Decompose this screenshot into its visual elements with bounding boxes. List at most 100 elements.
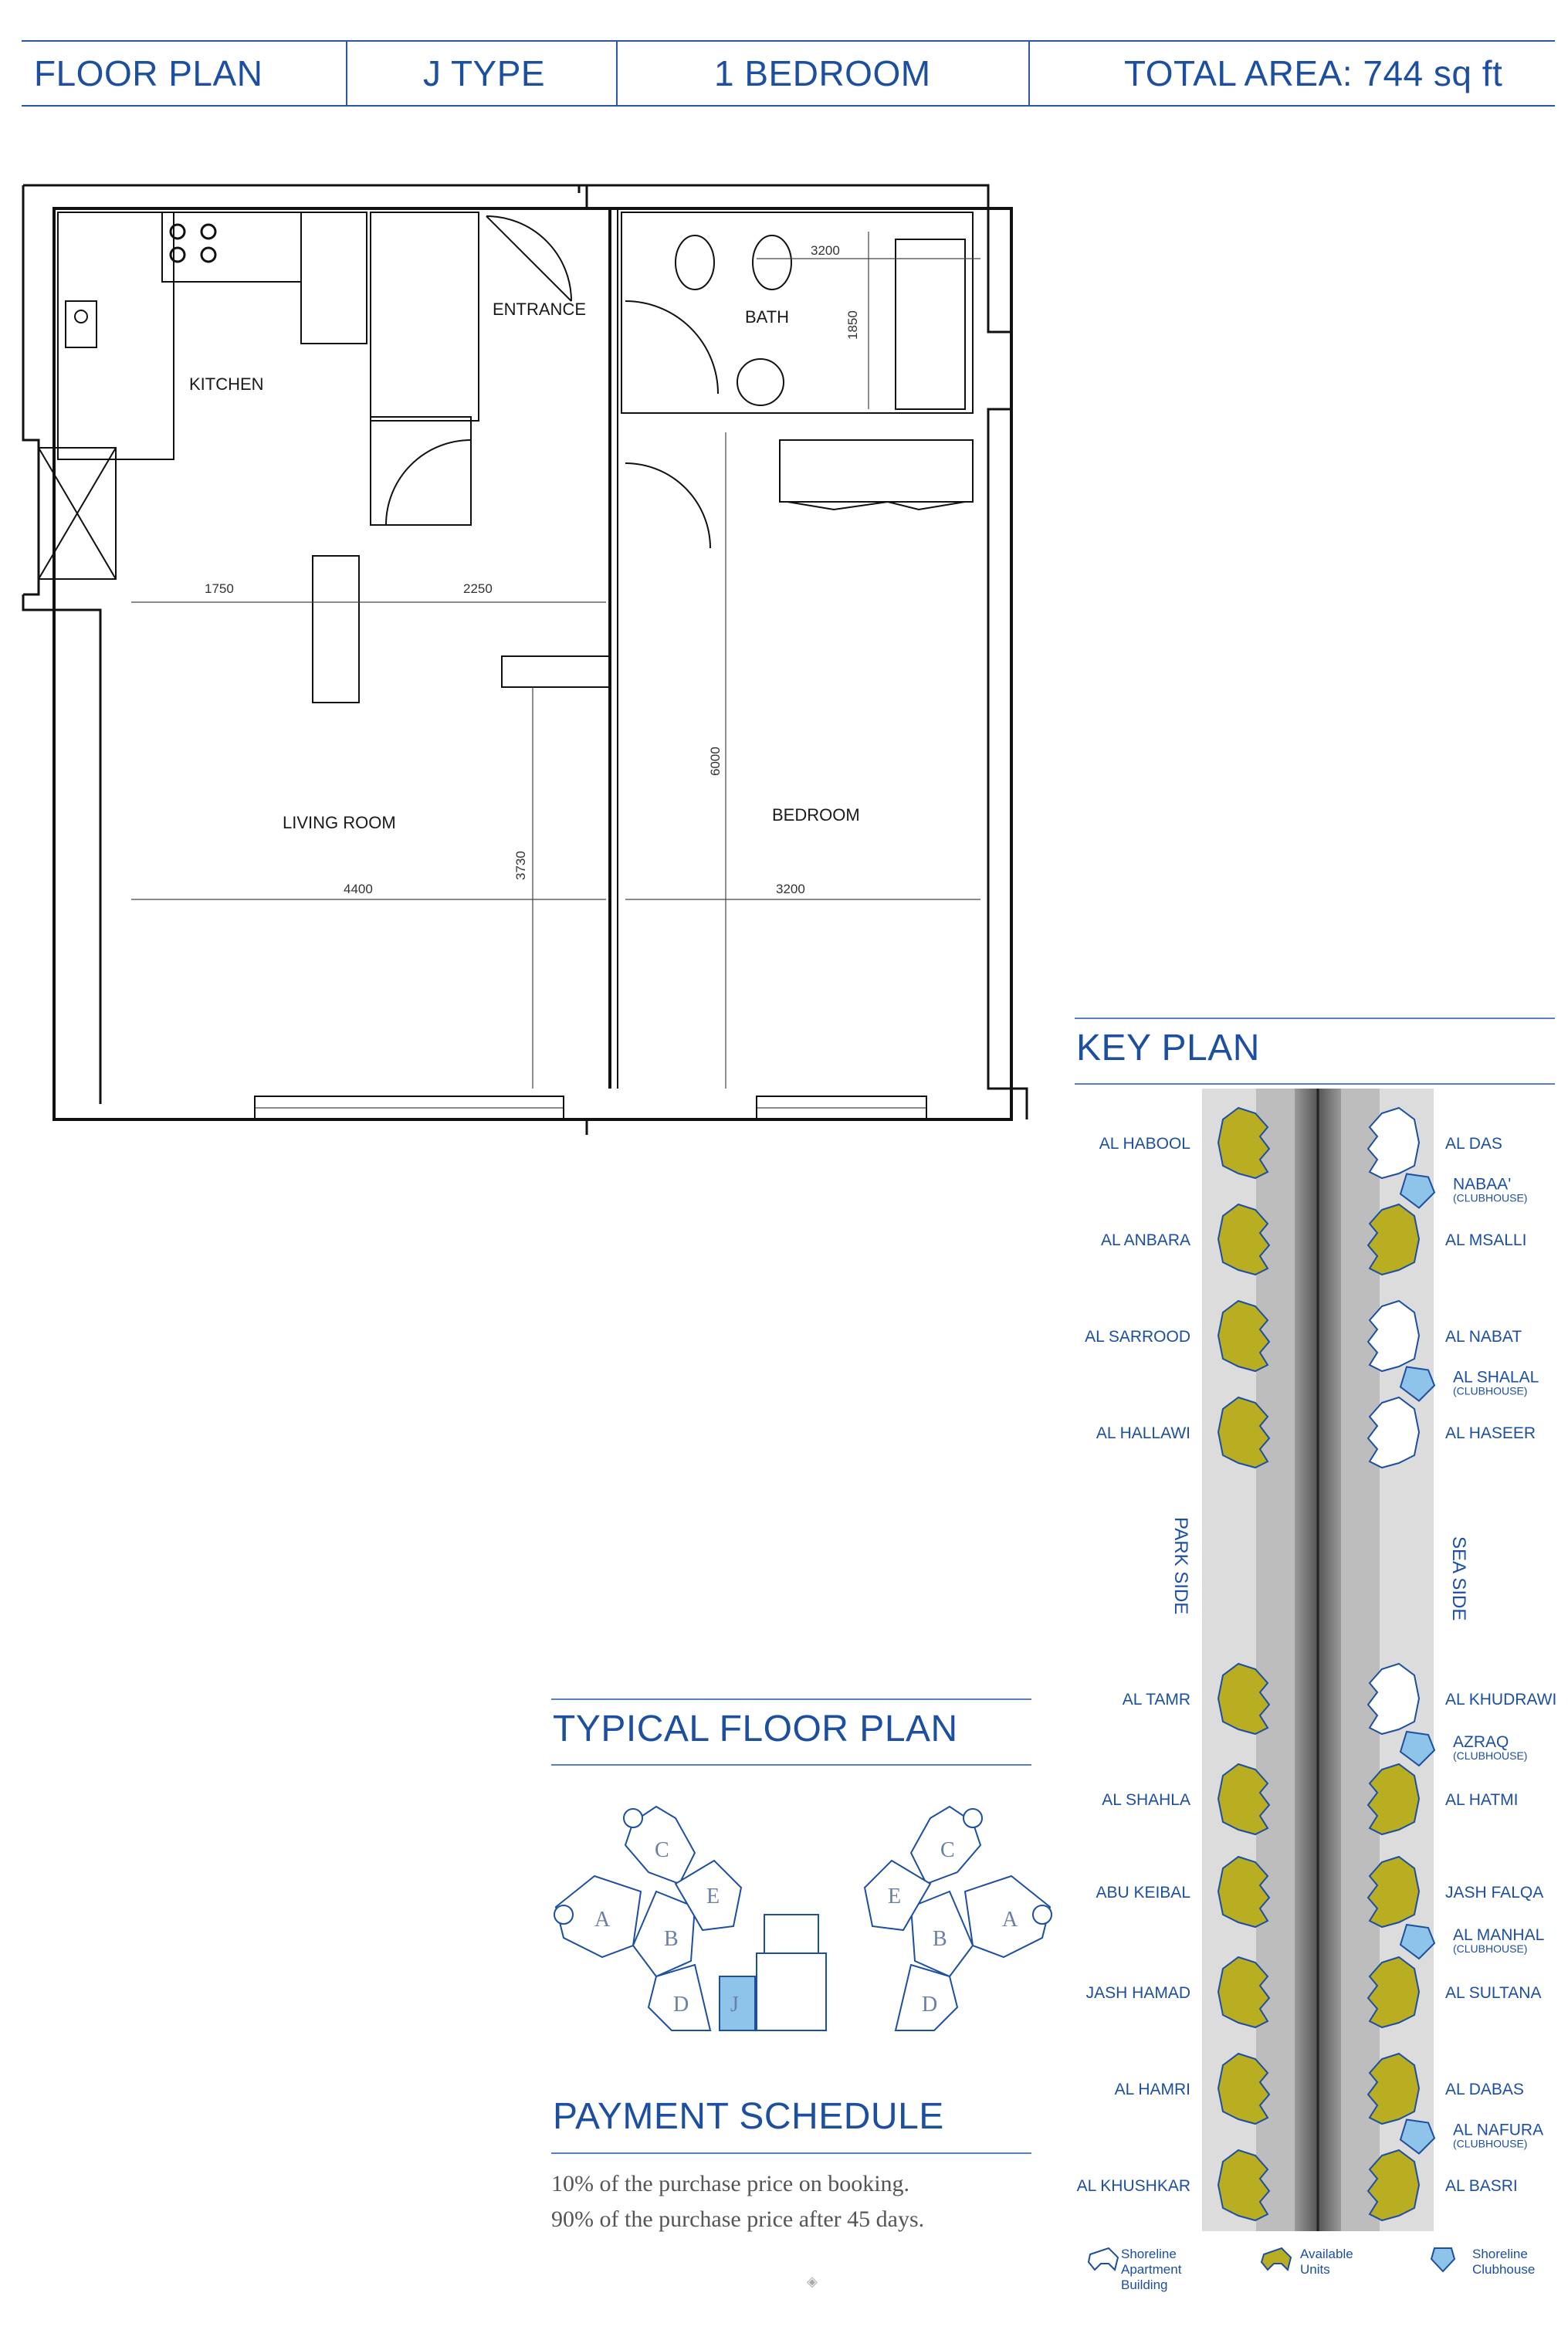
park-side-building-label: AL HAMRI — [1115, 2081, 1190, 2098]
clubhouse-label: AZRAQ — [1453, 1733, 1509, 1751]
sea-side-building-label: AL HASEER — [1445, 1424, 1536, 1442]
park-side-building-label: AL HABOOL — [1099, 1135, 1190, 1153]
park-side-building-label: AL TAMR — [1123, 1691, 1190, 1709]
clubhouse-tag: (CLUBHOUSE) — [1453, 1192, 1527, 1204]
unit-letter: D — [922, 1993, 937, 2017]
rule — [1075, 1018, 1555, 1019]
unit-letter: C — [655, 1838, 669, 1862]
dim-kitchen-width: 1750 — [205, 581, 234, 596]
unit-letter: E — [888, 1885, 901, 1908]
sea-side-building-label: AL BASRI — [1445, 2177, 1518, 2195]
sea-side-building — [1366, 2052, 1421, 2125]
clubhouse-shape — [1399, 1173, 1436, 1209]
sea-side-building-label: AL NABAT — [1445, 1328, 1522, 1346]
room-label-entrance: ENTRANCE — [493, 300, 586, 319]
sea-side-building-label: AL DABAS — [1445, 2081, 1524, 2098]
dim-bedroom-width: 3200 — [776, 882, 805, 896]
dim-hall-width: 2250 — [463, 581, 493, 596]
header-floor-plan: FLOOR PLAN — [34, 53, 263, 93]
unit-letter: A — [594, 1908, 611, 1932]
footer-mark: ◈ — [807, 2274, 818, 2289]
payment-line-booking: 10% of the purchase price on booking. — [551, 2171, 910, 2196]
payment-schedule-text: 10% of the purchase price on booking. 90… — [551, 2166, 1045, 2237]
header-bar: FLOOR PLAN J TYPE 1 BEDROOM TOTAL AREA: … — [22, 40, 1555, 107]
legend-available-line: Available — [1300, 2247, 1353, 2261]
sea-side-building-label: AL DAS — [1445, 1135, 1502, 1153]
park-side-building-label: AL HALLAWI — [1096, 1424, 1190, 1442]
sea-side-building-label: AL SULTANA — [1445, 1984, 1541, 2002]
sea-side-building-label: AL HATMI — [1445, 1791, 1519, 1809]
floor-plan-drawing: KITCHEN ENTRANCE BATH LIVING ROOM BEDROO… — [22, 184, 1028, 1135]
clubhouse-label: AL SHALAL — [1453, 1369, 1539, 1387]
outer-wall-east — [579, 184, 1028, 1119]
unit-letter: D — [673, 1993, 689, 2017]
sea-side-building — [1366, 1396, 1421, 1469]
legend-available-line: Units — [1300, 2262, 1330, 2277]
payment-line-balance: 90% of the purchase price after 45 days. — [551, 2206, 925, 2232]
legend-building-icon — [1087, 2247, 1119, 2271]
sea-side-building — [1366, 2149, 1421, 2222]
park-side-building-label: AL SHAHLA — [1102, 1791, 1190, 1809]
legend-building-line: Apartment — [1121, 2262, 1182, 2277]
clubhouse-shape — [1399, 1730, 1436, 1767]
park-side-building — [1217, 1763, 1271, 1836]
header-total-area: TOTAL AREA: 744 sq ft — [1124, 53, 1503, 93]
dim-living-width: 4400 — [344, 882, 373, 896]
rule — [551, 2152, 1031, 2154]
key-plan-diagram: AL HABOOL AL ANBARA AL SARROOD AL HALLAWI AL… — [1077, 1089, 1556, 2292]
park-side-building-label: ABU KEIBAL — [1096, 1884, 1190, 1902]
legend: Shoreline Apartment Building Available U… — [1087, 2247, 1535, 2292]
park-side-building — [1217, 2149, 1271, 2222]
legend-clubhouse-icon — [1430, 2247, 1456, 2273]
legend-building-line: Building — [1121, 2278, 1168, 2292]
unit-letter: E — [706, 1885, 720, 1908]
clubhouse-tag: (CLUBHOUSE) — [1453, 1385, 1527, 1397]
legend-available-icon — [1260, 2247, 1292, 2271]
clubhouse-shape — [1399, 1366, 1436, 1402]
clubhouse-tag: (CLUBHOUSE) — [1453, 1942, 1527, 1955]
sea-side-building-label: AL KHUDRAWI — [1445, 1691, 1556, 1709]
header-divider — [616, 42, 618, 105]
sea-side-building — [1366, 1203, 1421, 1276]
unit-letter: B — [664, 1927, 679, 1951]
clubhouse-label: AL MANHAL — [1453, 1926, 1544, 1944]
outer-wall-west — [22, 185, 40, 596]
dim-bedroom-depth: 6000 — [708, 747, 723, 776]
park-side-building-label: AL ANBARA — [1101, 1231, 1190, 1249]
park-side-building — [1217, 1299, 1271, 1373]
unit-letter: A — [1002, 1908, 1018, 1932]
highlighted-unit-j — [719, 1976, 756, 2031]
rule — [1075, 1083, 1555, 1085]
sea-side-building — [1366, 1106, 1421, 1180]
legend-clubhouse-line: Clubhouse — [1472, 2262, 1535, 2277]
header-bedrooms: 1 BEDROOM — [714, 53, 931, 93]
park-side-building — [1217, 2052, 1271, 2125]
header-divider — [1028, 42, 1030, 105]
dim-living-depth: 3730 — [513, 851, 528, 880]
sea-side-building — [1366, 1662, 1421, 1736]
clubhouse-tag: (CLUBHOUSE) — [1453, 1749, 1527, 1762]
park-side-building — [1217, 1396, 1271, 1469]
sea-side-building — [1366, 1855, 1421, 1929]
clubhouse-label: AL NAFURA — [1453, 2122, 1543, 2139]
park-side-building-label: AL SARROOD — [1085, 1328, 1190, 1346]
unit-letter: B — [933, 1927, 947, 1951]
sea-side-label: SEA SIDE — [1448, 1536, 1469, 1621]
room-label-bath: BATH — [745, 307, 789, 327]
clubhouse-shape — [1399, 1923, 1436, 1960]
park-side-building — [1217, 1203, 1271, 1276]
sea-side-building — [1366, 1763, 1421, 1836]
sea-side-building-label: AL MSALLI — [1445, 1231, 1526, 1249]
payment-schedule-title: PAYMENT SCHEDULE — [553, 2096, 944, 2137]
unit-letter: C — [940, 1838, 955, 1862]
room-label-living-room: LIVING ROOM — [283, 813, 396, 832]
clubhouse-label: NABAA' — [1453, 1176, 1511, 1194]
dim-bath-depth: 1850 — [845, 310, 860, 340]
park-side-building-label: JASH HAMAD — [1086, 1984, 1190, 2002]
room-label-bedroom: BEDROOM — [772, 805, 860, 825]
key-plan-title: KEY PLAN — [1076, 1028, 1260, 1068]
clubhouse-shape — [1399, 2118, 1436, 2155]
park-side-building — [1217, 1662, 1271, 1736]
rule — [551, 1764, 1031, 1766]
header-unit-type: J TYPE — [423, 53, 546, 93]
